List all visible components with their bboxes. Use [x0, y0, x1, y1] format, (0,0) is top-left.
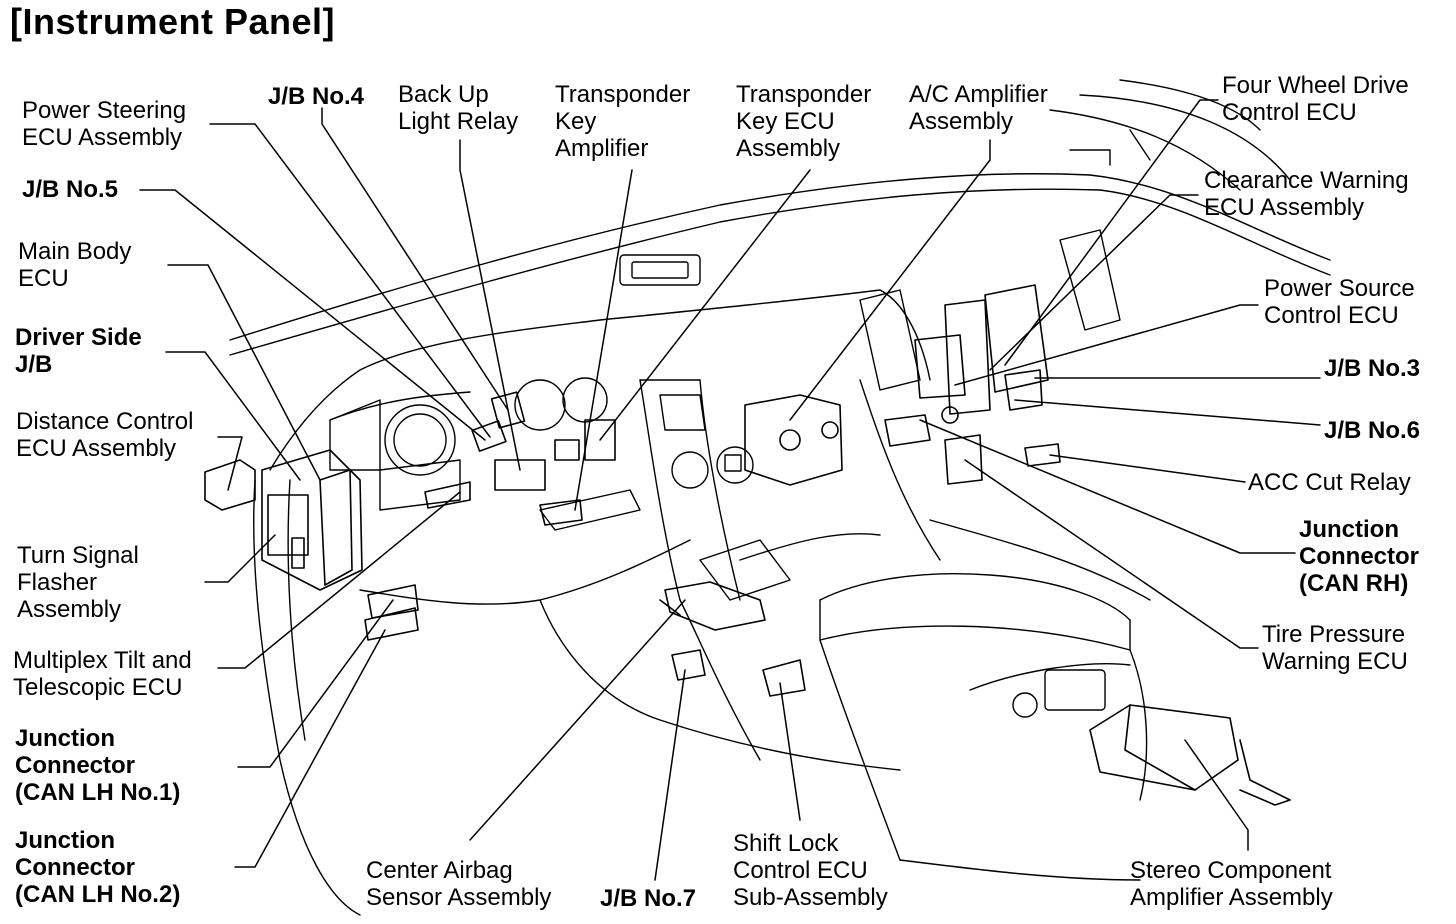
label-jb-no7: J/B No.7 [600, 885, 697, 912]
label-acc-cut-relay: ACC Cut Relay [1248, 469, 1411, 496]
diagram-title: [Instrument Panel] [10, 1, 336, 42]
label-jb-no6: J/B No.6 [1324, 417, 1421, 444]
label-jb-no4: J/B No.4 [268, 83, 365, 110]
label-jb-no5: J/B No.5 [22, 176, 119, 203]
leader-lines [139, 99, 1321, 881]
components [204, 284, 1291, 806]
label-jb-no3: J/B No.3 [1324, 355, 1421, 382]
dashboard-outline [229, 79, 1331, 916]
